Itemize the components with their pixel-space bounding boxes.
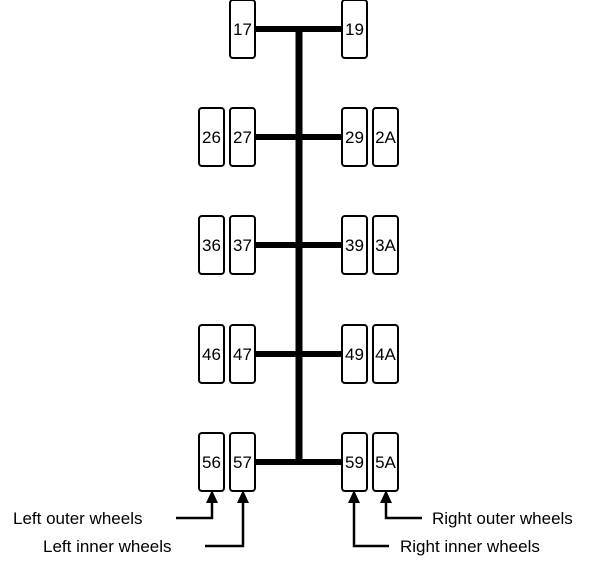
wheel-box xyxy=(198,432,225,492)
wheel-label: 19 xyxy=(345,20,364,39)
wheel-label: 56 xyxy=(202,453,221,472)
wheel-box xyxy=(229,432,256,492)
wheel-box xyxy=(372,432,399,492)
wheel-label: 57 xyxy=(233,453,252,472)
wheel-right-outer: 2A xyxy=(372,107,399,167)
callout-line-right-inner xyxy=(352,503,389,548)
wheel-left-outer: 56 xyxy=(198,432,225,492)
wheel-box xyxy=(229,107,256,167)
wheel-right-inner: 19 xyxy=(341,0,368,59)
wheel-right-inner: 29 xyxy=(341,107,368,167)
callout-line-left-inner xyxy=(205,503,245,548)
wheel-label: 46 xyxy=(202,345,221,364)
callout-connectors xyxy=(176,490,422,548)
wheel-left-inner: 37 xyxy=(229,215,256,275)
callout-label-left-outer: Left outer wheels xyxy=(13,509,142,528)
wheel-label: 3A xyxy=(375,236,396,255)
wheel-label: 2A xyxy=(375,128,396,147)
arrow-right-inner xyxy=(348,490,360,503)
axle-row: 26 27 29 2A xyxy=(198,107,399,167)
wheel-right-outer: 5A xyxy=(372,432,399,492)
wheel-left-inner: 47 xyxy=(229,324,256,384)
wheel-box xyxy=(341,432,368,492)
callout-label-right-inner: Right inner wheels xyxy=(400,537,540,556)
wheel-right-inner: 39 xyxy=(341,215,368,275)
wheel-left-outer: 36 xyxy=(198,215,225,275)
wheel-box xyxy=(372,324,399,384)
wheel-left-inner: 17 xyxy=(229,0,256,59)
wheel-box xyxy=(229,324,256,384)
wheel-box xyxy=(229,0,256,59)
wheel-right-inner: 59 xyxy=(341,432,368,492)
wheel-label: 29 xyxy=(345,128,364,147)
callout-label-right-outer: Right outer wheels xyxy=(432,509,573,528)
wheel-label: 17 xyxy=(233,20,252,39)
wheel-box xyxy=(341,215,368,275)
wheel-box xyxy=(372,107,399,167)
wheel-box xyxy=(341,324,368,384)
callout-line-right-outer xyxy=(384,503,422,520)
wheel-left-outer: 46 xyxy=(198,324,225,384)
callout-label-left-inner: Left inner wheels xyxy=(43,537,172,556)
wheel-left-inner: 57 xyxy=(229,432,256,492)
wheel-label: 39 xyxy=(345,236,364,255)
wheel-box xyxy=(198,215,225,275)
wheel-box xyxy=(372,215,399,275)
axle-row: 46 47 49 4A xyxy=(198,324,399,384)
wheel-label: 27 xyxy=(233,128,252,147)
wheel-box xyxy=(341,107,368,167)
wheel-label: 49 xyxy=(345,345,364,364)
wheel-box xyxy=(229,215,256,275)
wheel-box xyxy=(341,0,368,59)
wheel-label: 4A xyxy=(375,345,396,364)
wheel-label: 47 xyxy=(233,345,252,364)
wheel-label: 59 xyxy=(345,453,364,472)
wheel-right-inner: 49 xyxy=(341,324,368,384)
wheel-label: 36 xyxy=(202,236,221,255)
wheel-left-outer: 26 xyxy=(198,107,225,167)
wheel-box xyxy=(198,324,225,384)
wheel-label: 37 xyxy=(233,236,252,255)
wheel-right-outer: 3A xyxy=(372,215,399,275)
arrow-left-outer xyxy=(206,490,218,503)
wheel-label: 5A xyxy=(375,453,396,472)
wheel-right-outer: 4A xyxy=(372,324,399,384)
callout-line-left-outer xyxy=(176,503,214,520)
arrow-left-inner xyxy=(237,490,249,503)
arrow-right-outer xyxy=(380,490,392,503)
wheel-label: 26 xyxy=(202,128,221,147)
wheel-box xyxy=(198,107,225,167)
axle-row: 56 57 59 5A xyxy=(198,432,399,492)
wheel-left-inner: 27 xyxy=(229,107,256,167)
axle-row: 36 37 39 3A xyxy=(198,215,399,275)
